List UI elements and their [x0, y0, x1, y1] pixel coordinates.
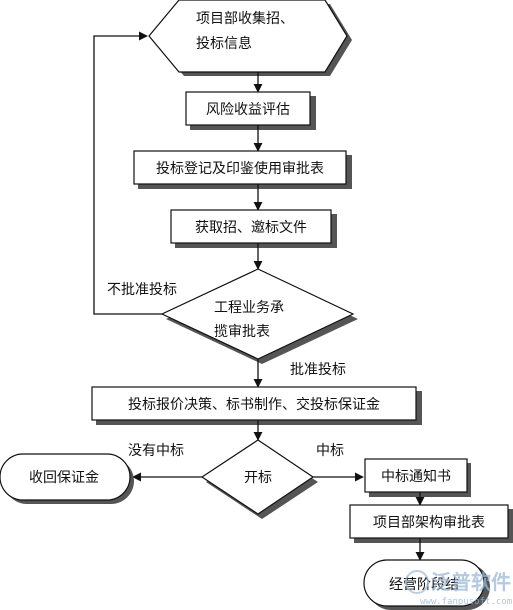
start-hexagon-node: 项目部收集招、 投标信息 [148, 0, 352, 76]
approval-decision-node: 工程业务承 揽审批表 [160, 268, 358, 364]
approval-line1: 工程业务承 [214, 300, 284, 316]
notice-node: 中标通知书 [364, 458, 471, 497]
watermark-brand: 泛普软件 [431, 570, 511, 594]
refund-terminal-node: 收回保证金 [0, 453, 134, 504]
open-bid-label: 开标 [244, 470, 272, 486]
not-approved-label: 不批准投标 [107, 282, 177, 298]
approval-line2: 揽审批表 [214, 323, 270, 340]
notice-label: 中标通知书 [381, 468, 451, 485]
win-label: 中标 [316, 443, 344, 459]
quote-label: 投标报价决策、标书制作、交投标保证金 [128, 396, 380, 413]
watermark-emblem-icon [405, 570, 429, 594]
watermark-url: www.fanpusoft.com [420, 597, 512, 607]
start-node-line1: 项目部收集招、 [196, 10, 294, 27]
quote-node: 投标报价决策、标书制作、交投标保证金 [91, 386, 422, 425]
get-docs-label: 获取招、邀标文件 [195, 220, 307, 236]
approved-label: 批准投标 [290, 362, 346, 378]
get-docs-node: 获取招、邀标文件 [170, 209, 337, 248]
start-node-line2: 投标信息 [196, 35, 252, 52]
edge-not-approved-loop [93, 31, 162, 315]
open-bid-decision-node: 开标 [200, 439, 318, 519]
dept-approval-label: 项目部架构审批表 [373, 515, 485, 531]
refund-label: 收回保证金 [29, 470, 99, 486]
dept-approval-node: 项目部架构审批表 [349, 504, 513, 543]
registration-node: 投标登记及印鉴使用审批表 [133, 150, 352, 189]
risk-eval-label: 风险收益评估 [206, 102, 290, 118]
risk-eval-node: 风险收益评估 [185, 91, 316, 130]
end-terminal-node: 经营阶段结 [363, 559, 490, 610]
watermark-logo: 泛普软件 www.fanpusoft.com [405, 570, 512, 607]
registration-label: 投标登记及印鉴使用审批表 [156, 160, 324, 177]
no-win-label: 没有中标 [128, 443, 184, 459]
